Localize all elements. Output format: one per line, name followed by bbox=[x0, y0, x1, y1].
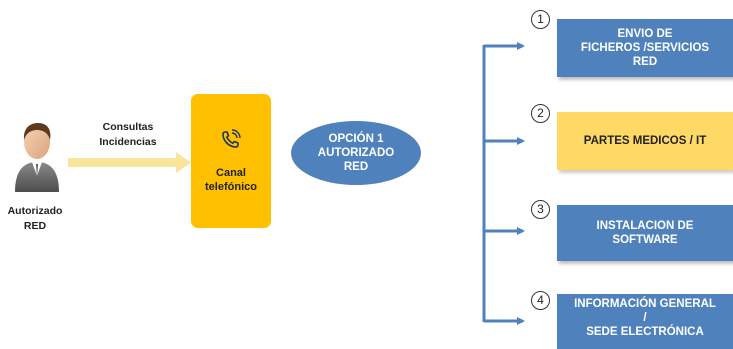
option-box-instalacion-software: INSTALACION DE SOFTWARE bbox=[557, 205, 733, 261]
option-label-line3: RED bbox=[343, 161, 369, 173]
canal-label-line1: Canal bbox=[216, 167, 246, 179]
step-number-2: 2 bbox=[531, 104, 550, 123]
option-box-informacion-general-label: INFORMACIÓN GENERAL / SEDE ELECTRÓNICA bbox=[574, 298, 716, 338]
option-box-partes-medicos: PARTES MEDICOS / IT bbox=[557, 112, 733, 170]
canal-telefonico-box bbox=[191, 94, 271, 228]
step-number-3: 3 bbox=[531, 200, 550, 219]
person-label-line2: RED bbox=[23, 220, 47, 232]
person-label: Autorizado RED bbox=[0, 204, 70, 234]
step-number-1: 1 bbox=[531, 10, 550, 29]
option-ellipse bbox=[291, 121, 421, 185]
option-box-informacion-general: INFORMACIÓN GENERAL / SEDE ELECTRÓNICA bbox=[557, 294, 733, 349]
consultas-label-line2: Incidencias bbox=[99, 136, 157, 148]
consultas-label-line1: Consultas bbox=[102, 121, 154, 133]
option-box-envio-ficheros: ENVIO DE FICHEROS /SERVICIOS RED bbox=[557, 19, 733, 77]
option-box-instalacion-software-label: INSTALACION DE SOFTWARE bbox=[596, 220, 694, 246]
option-label: OPCIÓN 1 AUTORIZADO RED bbox=[291, 132, 421, 174]
canal-label-line2: telefónico bbox=[205, 181, 257, 193]
person-label-line1: Autorizado bbox=[7, 205, 63, 217]
step-number-4: 4 bbox=[531, 291, 550, 310]
option-label-line2: AUTORIZADO bbox=[317, 147, 395, 159]
option-label-line1: OPCIÓN 1 bbox=[328, 133, 384, 145]
person-avatar-icon bbox=[12, 118, 62, 192]
canal-label: Canal telefónico bbox=[191, 166, 271, 194]
phone-icon bbox=[220, 128, 242, 150]
option-box-envio-ficheros-label: ENVIO DE FICHEROS /SERVICIOS RED bbox=[580, 28, 710, 68]
option-box-partes-medicos-label: PARTES MEDICOS / IT bbox=[583, 135, 707, 147]
input-arrow bbox=[68, 152, 191, 173]
consultas-label: Consultas Incidencias bbox=[80, 120, 176, 150]
